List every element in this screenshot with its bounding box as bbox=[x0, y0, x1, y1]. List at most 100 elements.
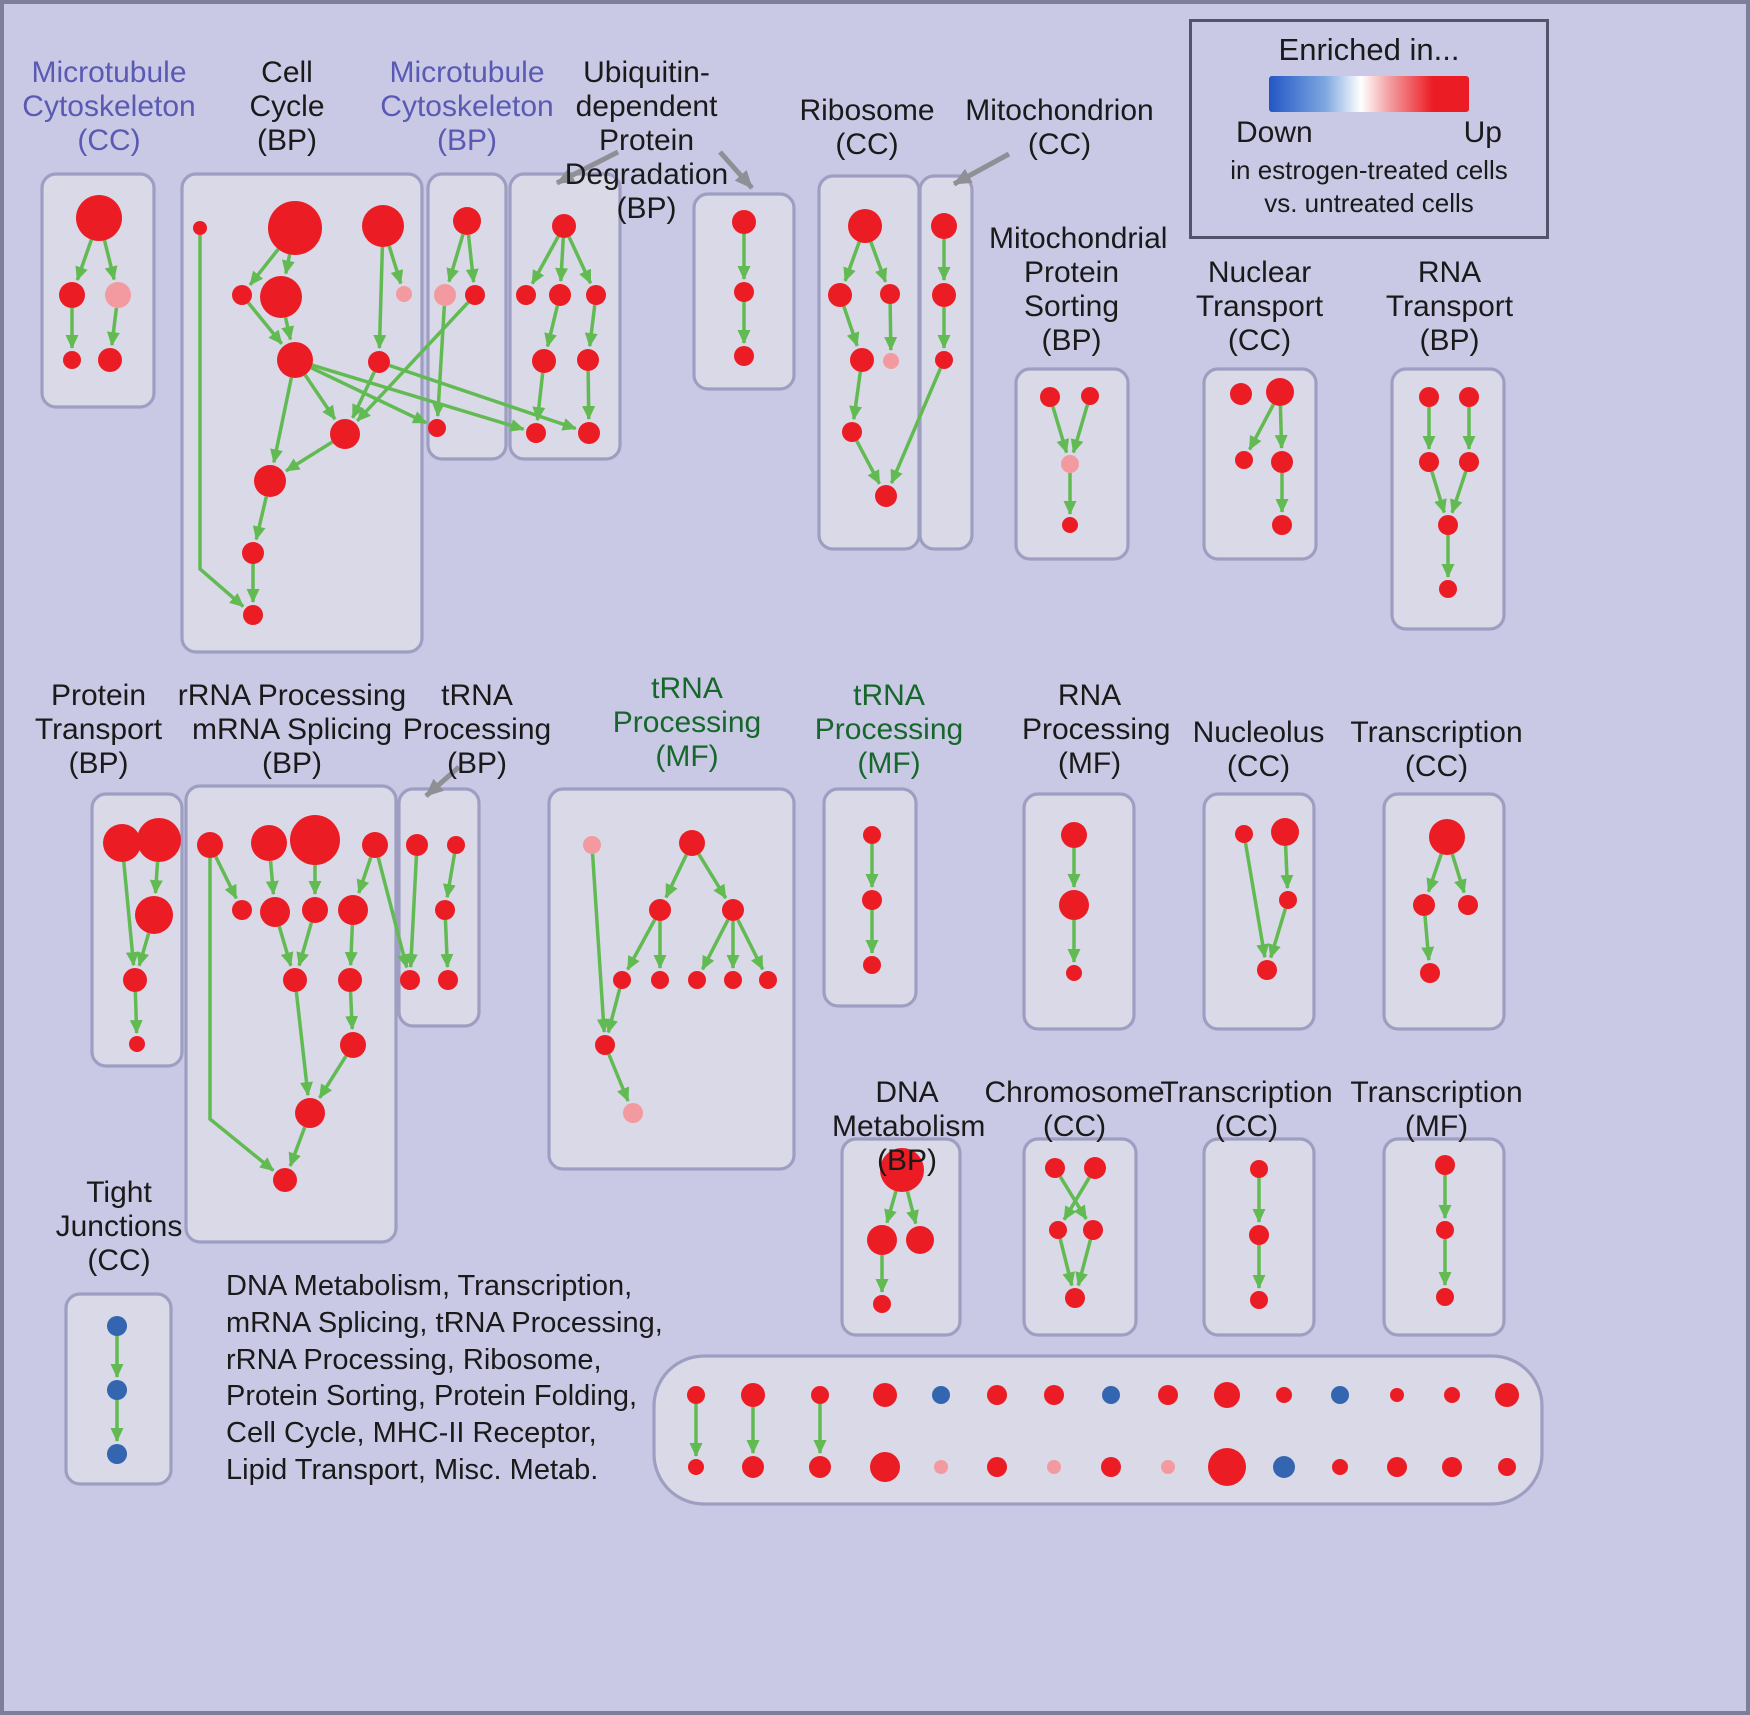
go-term-node bbox=[105, 282, 131, 308]
go-term-node bbox=[931, 213, 957, 239]
relation-edge bbox=[149, 861, 163, 895]
go-term-node bbox=[724, 971, 742, 989]
go-term-node bbox=[1230, 383, 1252, 405]
go-term-node bbox=[368, 351, 390, 373]
go-term-node bbox=[1083, 1220, 1103, 1240]
go-term-node bbox=[1436, 1221, 1454, 1239]
go-term-node bbox=[1084, 1157, 1106, 1179]
go-term-node bbox=[1387, 1457, 1407, 1477]
go-term-node bbox=[687, 1386, 705, 1404]
go-term-node bbox=[1413, 894, 1435, 916]
relation-edge bbox=[889, 367, 943, 485]
go-term-node bbox=[1495, 1383, 1519, 1407]
relation-edge bbox=[214, 855, 238, 900]
relation-edge bbox=[208, 858, 275, 1172]
relation-edge bbox=[664, 853, 688, 899]
relation-edge bbox=[404, 855, 419, 969]
relation-edge bbox=[246, 301, 284, 345]
go-term-node bbox=[516, 285, 536, 305]
relation-edge bbox=[869, 241, 888, 283]
group-box-protein-transport bbox=[90, 792, 184, 1068]
go-term-node bbox=[1066, 965, 1082, 981]
relation-edge bbox=[555, 237, 569, 283]
footnote-text: DNA Metabolism, Transcription, mRNA Spli… bbox=[226, 1270, 663, 1487]
go-term-node bbox=[863, 826, 881, 844]
go-term-node bbox=[268, 201, 322, 255]
go-term-node bbox=[1061, 455, 1079, 473]
go-term-node bbox=[1257, 960, 1277, 980]
relation-edge bbox=[1268, 908, 1288, 959]
relation-edge bbox=[281, 317, 294, 341]
go-term-node bbox=[734, 282, 754, 302]
go-term-node bbox=[1161, 1460, 1175, 1474]
relation-edge bbox=[590, 853, 610, 1034]
relation-edge bbox=[884, 1190, 898, 1224]
go-term-node bbox=[759, 971, 777, 989]
go-term-node bbox=[870, 1452, 900, 1482]
go-term-node bbox=[197, 832, 223, 858]
go-term-node bbox=[1332, 1459, 1348, 1475]
relation-edge bbox=[1421, 915, 1435, 962]
relation-edge bbox=[106, 307, 120, 347]
relation-edge bbox=[567, 236, 593, 285]
relation-edge bbox=[843, 241, 861, 282]
go-term-node bbox=[875, 485, 897, 507]
relation-edge bbox=[373, 246, 387, 350]
go-term-node bbox=[932, 1386, 950, 1404]
go-term-node bbox=[873, 1295, 891, 1313]
relation-edge bbox=[265, 860, 279, 896]
go-term-node bbox=[1040, 387, 1060, 407]
relation-edge bbox=[440, 919, 454, 969]
go-term-node bbox=[1045, 1158, 1065, 1178]
relation-edge bbox=[1058, 1175, 1088, 1220]
group-box-trna-mf-large bbox=[547, 787, 796, 1171]
group-box-dna-metabolism bbox=[840, 1137, 962, 1337]
go-term-node bbox=[623, 1103, 643, 1123]
go-term-node bbox=[1059, 890, 1089, 920]
go-term-node bbox=[1458, 895, 1478, 915]
relation-edge bbox=[905, 1190, 919, 1225]
go-term-node bbox=[1498, 1458, 1516, 1476]
go-term-node bbox=[1158, 1385, 1178, 1405]
relation-edge bbox=[303, 373, 337, 421]
go-term-node bbox=[1390, 1388, 1404, 1402]
go-term-node bbox=[1062, 517, 1078, 533]
relation-edge bbox=[884, 303, 898, 352]
relation-edge bbox=[446, 233, 465, 283]
relation-edge bbox=[248, 248, 280, 286]
relation-edge bbox=[285, 440, 334, 473]
go-term-node bbox=[867, 1225, 897, 1255]
go-term-node bbox=[260, 897, 290, 927]
go-term-node bbox=[935, 351, 953, 369]
group-box-transcription-cc-2 bbox=[1382, 792, 1506, 1031]
go-term-node bbox=[406, 834, 428, 856]
relation-edge bbox=[605, 988, 622, 1034]
go-term-node bbox=[338, 968, 362, 992]
legend-box: Enriched in... Down Up in estrogen-treat… bbox=[1189, 19, 1549, 239]
go-term-node bbox=[526, 423, 546, 443]
go-term-node bbox=[577, 349, 599, 371]
go-term-node bbox=[447, 836, 465, 854]
relation-edge bbox=[281, 254, 295, 275]
relation-edge bbox=[1070, 404, 1090, 454]
go-term-node bbox=[742, 1456, 764, 1478]
go-term-node bbox=[1101, 1457, 1121, 1477]
go-term-node bbox=[741, 1383, 765, 1407]
go-term-node bbox=[1266, 378, 1294, 406]
relation-edge bbox=[376, 857, 410, 969]
label-pointer-arrow bbox=[555, 149, 620, 186]
go-term-node bbox=[103, 824, 141, 862]
go-term-node bbox=[232, 900, 252, 920]
relation-edge bbox=[1274, 405, 1288, 450]
go-term-node bbox=[1235, 825, 1253, 843]
relation-edge bbox=[432, 305, 447, 418]
go-term-node bbox=[260, 276, 302, 318]
go-term-node bbox=[1102, 1386, 1120, 1404]
go-term-node bbox=[722, 899, 744, 921]
legend-down-label: Down bbox=[1236, 116, 1313, 149]
go-term-node bbox=[1065, 1288, 1085, 1308]
go-term-node bbox=[811, 1386, 829, 1404]
go-term-node bbox=[135, 896, 173, 934]
go-term-node bbox=[107, 1380, 127, 1400]
relation-edge bbox=[252, 496, 269, 541]
